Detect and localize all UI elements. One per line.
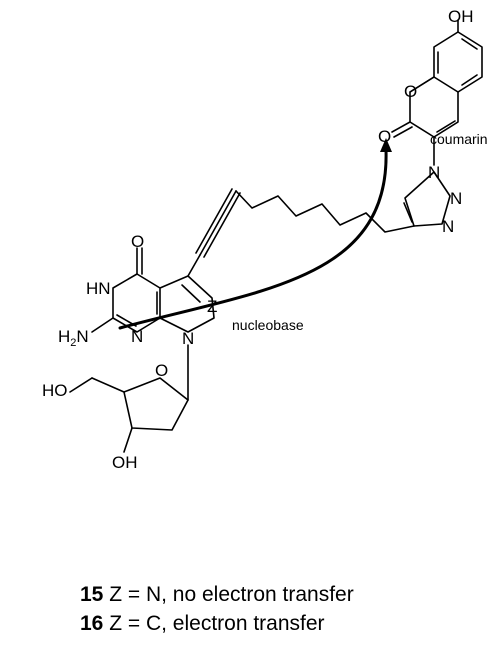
- sugar-hydroxyl-label: HO: [42, 381, 68, 400]
- arrow-head: [380, 138, 392, 152]
- coumarin-label: coumarin: [430, 131, 488, 147]
- caption-compound-15: 15 Z = N, no electron transfer: [80, 583, 354, 606]
- alkyl-linker-chain: [235, 190, 415, 233]
- nucleobase-label: nucleobase: [232, 317, 304, 333]
- pyrimidine-n-label: N: [131, 327, 143, 346]
- carbonyl-oxygen-label: O: [378, 127, 391, 146]
- sugar-ring-oxygen-label: O: [155, 361, 168, 380]
- sugar-3-hydroxyl-label: OH: [112, 453, 138, 472]
- imino-nh-label: HN: [86, 279, 111, 298]
- triazole-n1-label: N: [428, 163, 440, 182]
- z-position-label: Z: [207, 297, 217, 316]
- electron-transfer-arrow: [118, 148, 388, 330]
- amino-label: H2N: [58, 327, 89, 349]
- deoxyribose-ring: [123, 377, 189, 431]
- coumarin-benzene-ring: [433, 31, 483, 93]
- triazole-ring: [404, 171, 451, 227]
- nucleobase-six-ring: [112, 273, 189, 333]
- ring-oxygen-label: O: [404, 82, 417, 101]
- caption-compound-16: 16 Z = C, electron transfer: [80, 612, 325, 635]
- base-carbonyl-oxygen-label: O: [131, 232, 144, 251]
- hydroxyl-label: OH: [448, 7, 474, 26]
- triazole-n3-label: N: [442, 217, 454, 236]
- triazole-n2-label: N: [450, 189, 462, 208]
- nucleobase-five-ring: [159, 275, 215, 333]
- glycosidic-n-label: N: [182, 329, 194, 348]
